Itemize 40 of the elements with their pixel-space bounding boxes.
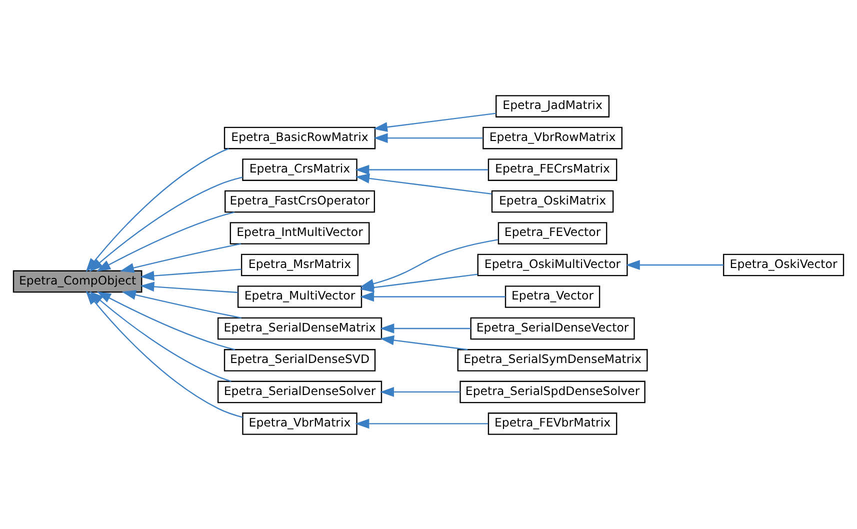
node-box: Epetra_OskiMatrix bbox=[491, 190, 614, 212]
arrow bbox=[140, 268, 242, 280]
node-box: Epetra_OskiVector bbox=[723, 253, 844, 276]
arrow bbox=[373, 112, 496, 132]
node-box: Epetra_MultiVector bbox=[237, 285, 362, 308]
node-box: Epetra_FEVbrMatrix bbox=[488, 412, 618, 434]
arrow bbox=[355, 418, 488, 428]
node-box: Epetra_FEVector bbox=[498, 222, 608, 244]
node-box: Epetra_SerialDenseVector bbox=[470, 316, 635, 340]
arrow bbox=[355, 164, 488, 174]
node-box: Epetra_MsrMatrix bbox=[240, 253, 359, 276]
arrow bbox=[120, 242, 241, 272]
node-box: Epetra_SerialSpdDenseSolver bbox=[460, 380, 646, 403]
arrow bbox=[360, 291, 506, 302]
node-box: Epetra_FECrsMatrix bbox=[488, 158, 618, 180]
node-box: Epetra_OskiMultiVector bbox=[477, 253, 628, 276]
arrow bbox=[96, 211, 235, 271]
arrow bbox=[626, 260, 724, 270]
arrow bbox=[380, 334, 468, 350]
node-box: Epetra_SerialSymDenseMatrix bbox=[457, 348, 648, 371]
arrow bbox=[122, 290, 242, 318]
node-box: Epetra_JadMatrix bbox=[496, 94, 610, 117]
node-box: Epetra_IntMultiVector bbox=[230, 222, 370, 244]
node-box: Epetra_Vector bbox=[504, 285, 600, 308]
arrow bbox=[380, 323, 471, 333]
node-box: Epetra_SerialDenseSVD bbox=[224, 348, 376, 371]
arrow bbox=[96, 290, 236, 350]
arrow bbox=[140, 281, 238, 293]
node-box: Epetra_CompObject bbox=[12, 270, 142, 292]
arrow bbox=[355, 173, 492, 194]
node-box: Epetra_CrsMatrix bbox=[242, 158, 358, 180]
arrow bbox=[380, 386, 460, 396]
arrow bbox=[374, 132, 483, 142]
node-box: Epetra_BasicRowMatrix bbox=[224, 126, 376, 149]
node-box: Epetra_VbrRowMatrix bbox=[482, 126, 622, 149]
node-box: Epetra_SerialDenseSolver bbox=[217, 380, 382, 403]
node-box: Epetra_FastCrsOperator bbox=[224, 190, 375, 212]
node-box: Epetra_VbrMatrix bbox=[242, 412, 358, 434]
node-box: Epetra_SerialDenseMatrix bbox=[217, 316, 382, 340]
arrow bbox=[89, 176, 243, 272]
